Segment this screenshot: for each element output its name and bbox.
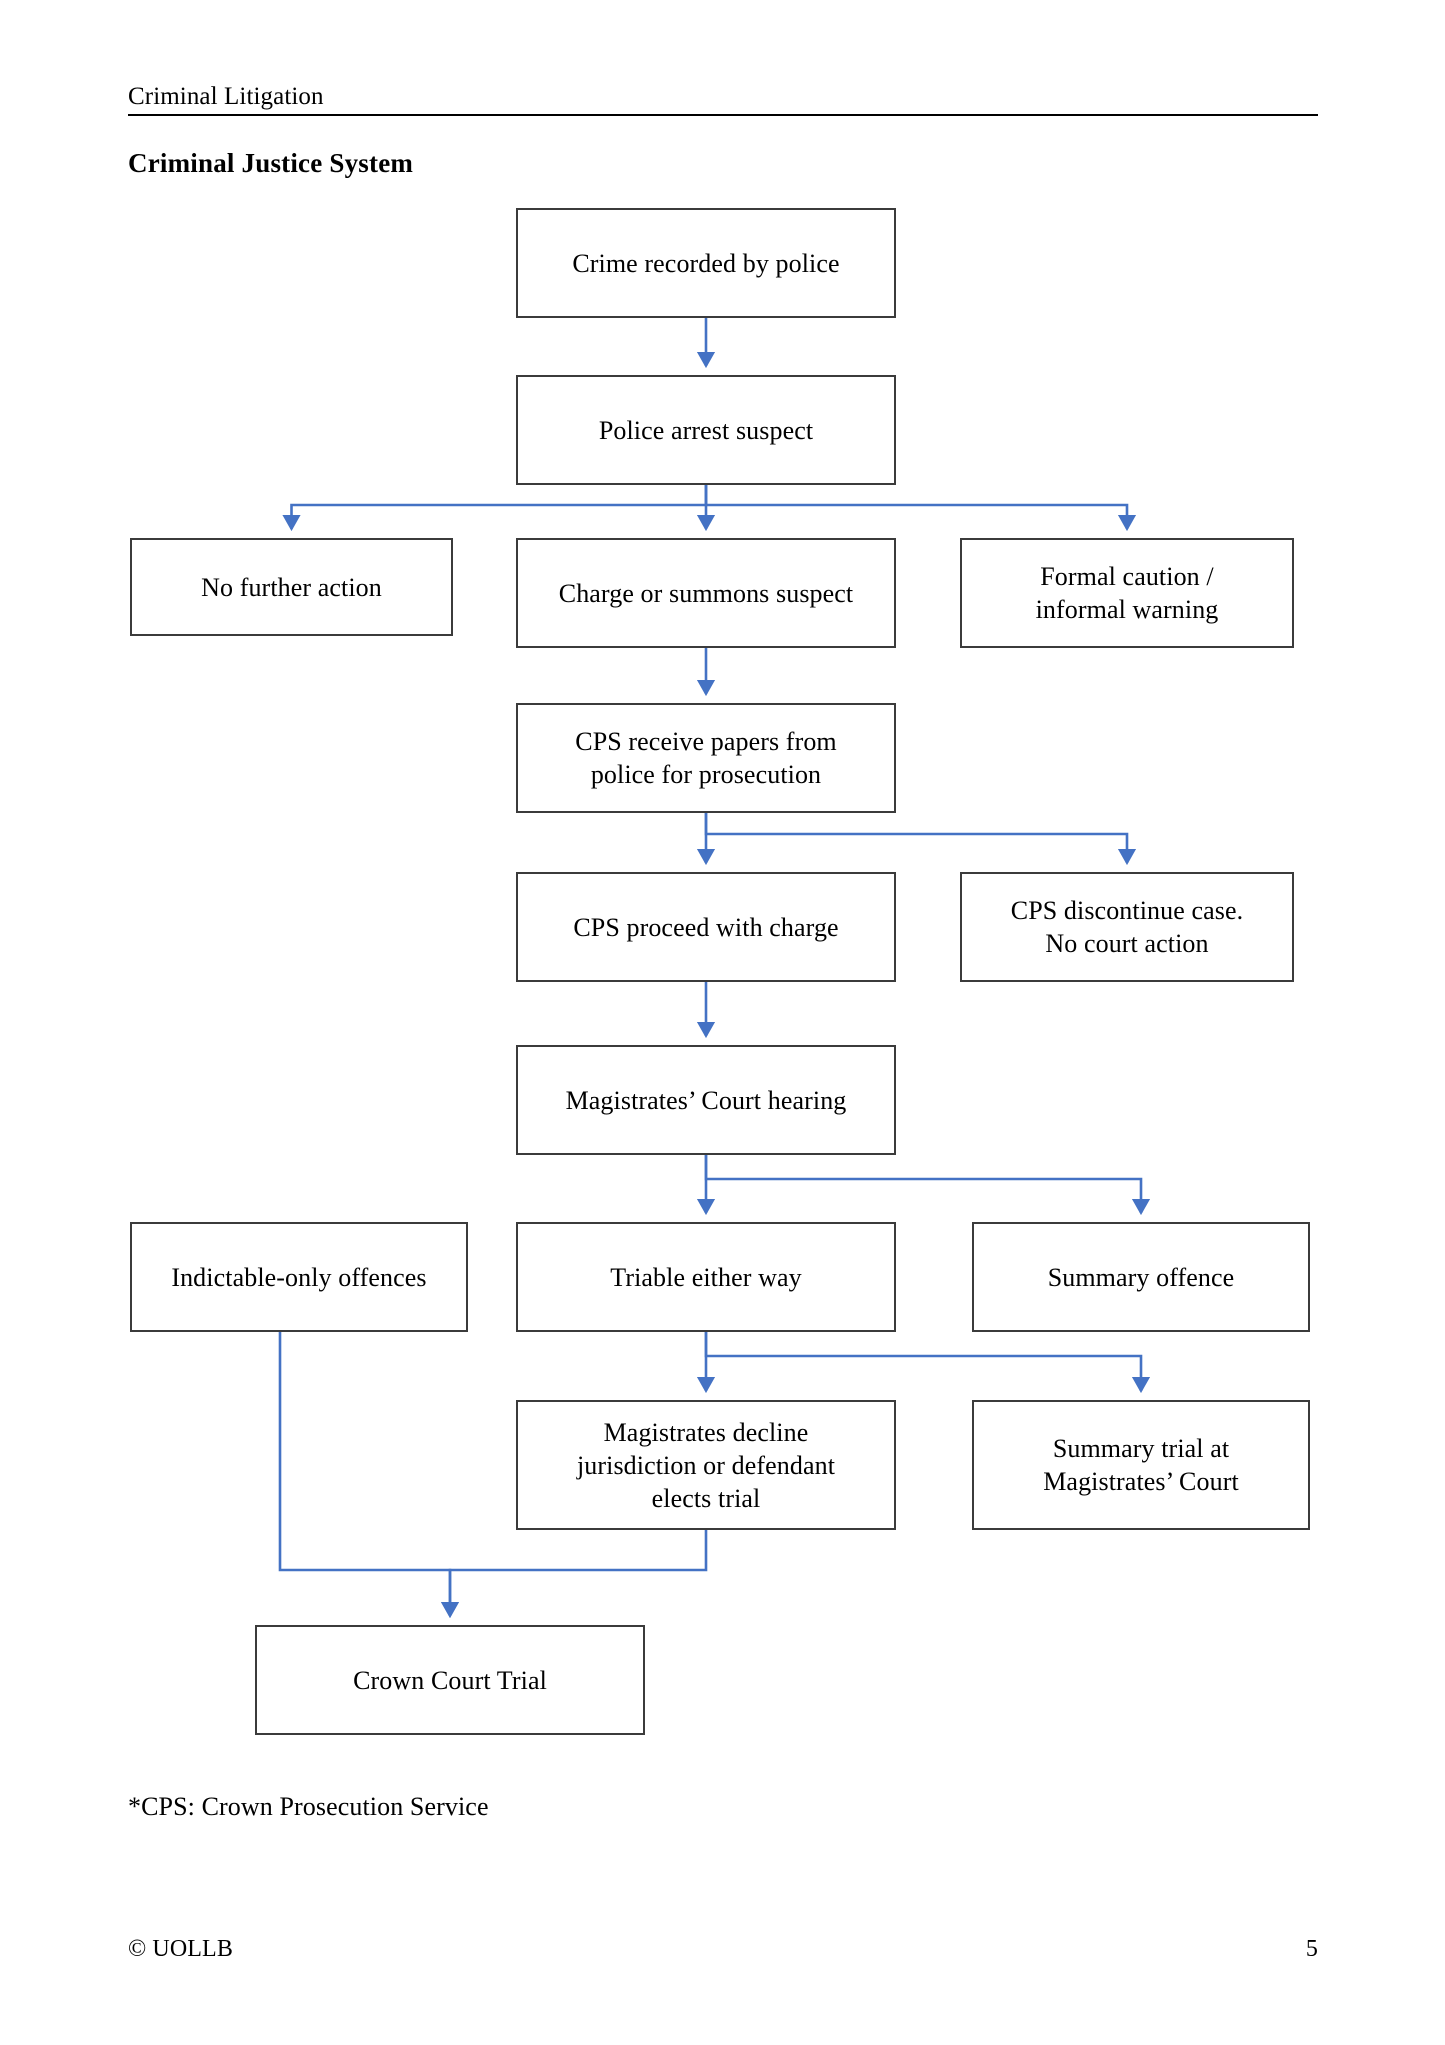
flow-node-cps-receive-papers: CPS receive papers from police for prose… bbox=[516, 703, 896, 813]
flow-node-label: No further action bbox=[201, 572, 382, 602]
flow-edge-decline-to-crown bbox=[440, 1530, 708, 1619]
flow-edge-hearing-to-summary-offence bbox=[704, 1155, 1151, 1216]
page-number: 5 bbox=[1305, 1936, 1318, 1962]
flow-edge-cps-receive-to-discontinue bbox=[704, 813, 1137, 866]
page-title: Criminal Justice System bbox=[128, 148, 414, 178]
flow-node-charge-or-summons: Charge or summons suspect bbox=[516, 538, 896, 648]
flow-node-summary-trial: Summary trial at Magistrates’ Court bbox=[972, 1400, 1310, 1530]
flow-node-label: Crime recorded by police bbox=[572, 248, 840, 278]
flow-node-summary-offence: Summary offence bbox=[972, 1222, 1310, 1332]
running-head: Criminal Litigation bbox=[128, 82, 1318, 116]
flow-node-formal-caution: Formal caution / informal warning bbox=[960, 538, 1294, 648]
flow-node-label: Charge or summons suspect bbox=[558, 578, 854, 608]
flow-node-cps-discontinue: CPS discontinue case. No court action bbox=[960, 872, 1294, 982]
copyright-text: © UOLLB bbox=[128, 1936, 233, 1962]
flow-node-label: Police arrest suspect bbox=[598, 415, 814, 445]
flow-node-crown-court-trial: Crown Court Trial bbox=[255, 1625, 645, 1735]
flow-node-cps-proceed: CPS proceed with charge bbox=[516, 872, 896, 982]
flow-node-label: Summary trial at Magistrates’ Court bbox=[1043, 1434, 1239, 1496]
flow-node-label: CPS proceed with charge bbox=[573, 912, 839, 942]
flow-node-no-further-action: No further action bbox=[130, 538, 453, 636]
flow-node-label: Magistrates decline jurisdiction or defe… bbox=[576, 1417, 836, 1513]
flow-node-police-arrest: Police arrest suspect bbox=[516, 375, 896, 485]
footnote-cps-abbreviation: *CPS: Crown Prosecution Service bbox=[128, 1792, 489, 1821]
flow-node-magistrates-decline: Magistrates decline jurisdiction or defe… bbox=[516, 1400, 896, 1530]
flow-node-label: Crown Court Trial bbox=[353, 1665, 547, 1695]
flow-node-label: CPS receive papers from police for prose… bbox=[575, 727, 837, 789]
flow-edge-triable-to-summary-trial bbox=[704, 1332, 1151, 1394]
header-rule bbox=[128, 114, 1318, 116]
flow-node-label: Indictable-only offences bbox=[171, 1262, 427, 1292]
flow-edge-arrest-to-caution bbox=[704, 485, 1137, 532]
flowchart-connectors bbox=[278, 318, 1151, 1619]
flow-node-indictable-only: Indictable-only offences bbox=[130, 1222, 468, 1332]
flow-node-magistrates-hearing: Magistrates’ Court hearing bbox=[516, 1045, 896, 1155]
flow-node-label: Formal caution / informal warning bbox=[1035, 562, 1219, 624]
flow-node-label: Summary offence bbox=[1047, 1262, 1235, 1292]
flow-node-label: Magistrates’ Court hearing bbox=[565, 1085, 847, 1115]
flow-node-label: Triable either way bbox=[610, 1262, 802, 1292]
flow-node-triable-either-way: Triable either way bbox=[516, 1222, 896, 1332]
page-footer: © UOLLB 5 bbox=[128, 1936, 1318, 1963]
flow-node-label: CPS discontinue case. No court action bbox=[1010, 896, 1244, 958]
running-head-text: Criminal Litigation bbox=[128, 83, 324, 110]
flow-edge-indictable-to-crown bbox=[278, 1332, 460, 1619]
flow-edge-arrest-to-no-action bbox=[282, 485, 708, 532]
flow-node-crime-recorded: Crime recorded by police bbox=[516, 208, 896, 318]
